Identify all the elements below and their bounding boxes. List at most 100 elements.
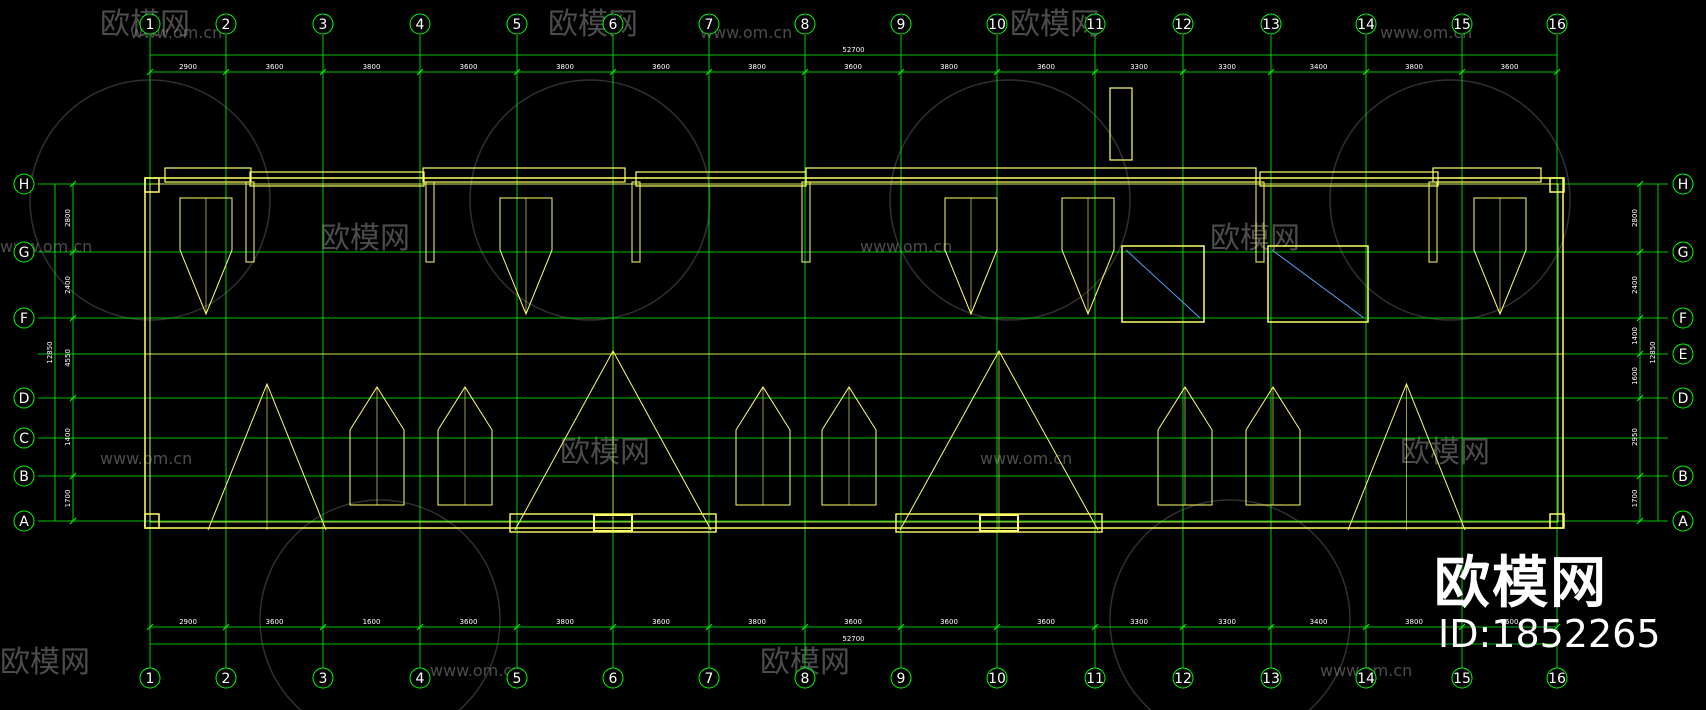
dim-tick: [1636, 517, 1644, 525]
bay-window-bottom: [1245, 386, 1301, 506]
dim-tick: [705, 623, 713, 631]
top-span-label: 3600: [652, 63, 670, 71]
dim-tick: [1553, 623, 1561, 631]
row-bubble-right-circle: [1672, 307, 1694, 329]
top-balcony: [164, 167, 252, 183]
row-bubble-right-label: G: [1678, 245, 1689, 261]
row-bubble-left-label: B: [19, 469, 29, 485]
dim-tick: [1267, 68, 1275, 76]
top-span-label: 3800: [556, 63, 574, 71]
bottom-span-label: 3300: [1130, 618, 1148, 626]
dim-tick: [513, 623, 521, 631]
watermark-url: www.om.cn: [100, 449, 192, 468]
top-span-label: 2900: [179, 63, 197, 71]
column-bubble-bottom-circle: [1355, 667, 1377, 689]
column-bubble-bottom-label: 14: [1357, 671, 1375, 687]
dim-tick: [1636, 248, 1644, 256]
top-balcony: [422, 167, 626, 183]
top-span-label: 3800: [1405, 63, 1423, 71]
dim-tick: [416, 68, 424, 76]
column-bubble-bottom-circle: [409, 667, 431, 689]
column-bubble-top-circle: [409, 13, 431, 35]
column-bubble-top-label: 14: [1357, 17, 1375, 33]
bottom-span-label: 2900: [179, 618, 197, 626]
dim-tick: [1362, 623, 1370, 631]
column-bubble-top-circle: [1260, 13, 1282, 35]
left-span-label: 2800: [64, 209, 72, 227]
dim-tick: [1458, 68, 1466, 76]
column-bubble-top-circle: [1355, 13, 1377, 35]
dim-tick: [319, 623, 327, 631]
row-bubble-right-label: F: [1679, 311, 1687, 327]
bottom-span-label: 3800: [748, 618, 766, 626]
top-span-label: 3600: [1501, 63, 1519, 71]
left-span-label: 4550: [64, 349, 72, 367]
dim-tick: [609, 68, 617, 76]
right-span-label: 1700: [1631, 490, 1639, 508]
bottom-span-label: 3600: [460, 618, 478, 626]
watermark-brand: 欧模网: [1210, 221, 1300, 256]
bottom-span-label: 3600: [1501, 618, 1519, 626]
watermark-url: www.om.cn: [860, 237, 952, 256]
row-bubble-left-circle: [13, 241, 35, 263]
dim-tick: [69, 517, 77, 525]
dim-tick: [1636, 180, 1644, 188]
bottom-span-label: 3600: [940, 618, 958, 626]
top-span-label: 3800: [363, 63, 381, 71]
bay-window-top: [1061, 197, 1115, 316]
column-bubble-top-circle: [1451, 13, 1473, 35]
bottom-span-label: 3600: [652, 618, 670, 626]
watermark-brand: 欧模网: [560, 435, 650, 470]
watermark-url: www.om.cn: [980, 449, 1072, 468]
top-span-label: 3600: [460, 63, 478, 71]
column-bubble-bottom-label: 12: [1174, 671, 1192, 687]
row-bubble-left-circle: [13, 173, 35, 195]
column-bubble-top-circle: [139, 13, 161, 35]
watermark-brand: 欧模网: [548, 7, 638, 42]
dim-tick: [1179, 68, 1187, 76]
column-bubble-bottom-label: 5: [513, 671, 522, 687]
column-bubble-bottom-circle: [139, 667, 161, 689]
bottom-span-label: 3600: [266, 618, 284, 626]
brand-title: 欧模网: [1434, 551, 1608, 616]
top-span-label: 3400: [1310, 63, 1328, 71]
dim-tick: [146, 68, 154, 76]
balcony-door: [979, 514, 1019, 532]
column-bubble-top-circle: [215, 13, 237, 35]
wall-stub: [631, 181, 641, 263]
column-bubble-bottom-circle: [506, 667, 528, 689]
building-outline: [144, 87, 1565, 533]
row-bubble-right-label: A: [1678, 514, 1688, 530]
top-balcony: [1432, 167, 1542, 183]
dim-tick: [609, 623, 617, 631]
column-bubble-top-label: 11: [1086, 17, 1104, 33]
dim-tick: [1636, 394, 1644, 402]
watermark-layer: 欧模网欧模网欧模网欧模网欧模网欧模网欧模网欧模网欧模网www.om.cnwww.…: [0, 7, 1571, 710]
top-balcony: [249, 171, 425, 187]
column-bubble-bottom-label: 3: [319, 671, 328, 687]
dim-tick: [69, 180, 77, 188]
stair-box: [1121, 245, 1205, 323]
dim-tick: [801, 623, 809, 631]
column-bubble-bottom-circle: [1260, 667, 1282, 689]
column-bubble-top-circle: [312, 13, 334, 35]
row-bubble-left-label: A: [19, 514, 29, 530]
roof-vent: [1109, 87, 1133, 161]
row-bubble-right-label: H: [1678, 177, 1689, 193]
row-bubble-right-label: D: [1678, 391, 1689, 407]
dim-tick: [146, 623, 154, 631]
dim-tick: [69, 472, 77, 480]
column-bubble-top-circle: [794, 13, 816, 35]
stair-diagonal: [1271, 249, 1365, 319]
column-bubble-top-label: 4: [416, 17, 425, 33]
dim-tick: [222, 623, 230, 631]
column-bubble-top-circle: [986, 13, 1008, 35]
dim-tick: [1458, 623, 1466, 631]
column-bubble-bottom-label: 10: [988, 671, 1006, 687]
column-bubble-top-label: 5: [513, 17, 522, 33]
top-span-label: 3300: [1130, 63, 1148, 71]
row-bubble-left-circle: [13, 465, 35, 487]
row-bubble-left-circle: [13, 427, 35, 449]
outer-wall: [144, 177, 1564, 529]
bottom-span-label: 3800: [556, 618, 574, 626]
